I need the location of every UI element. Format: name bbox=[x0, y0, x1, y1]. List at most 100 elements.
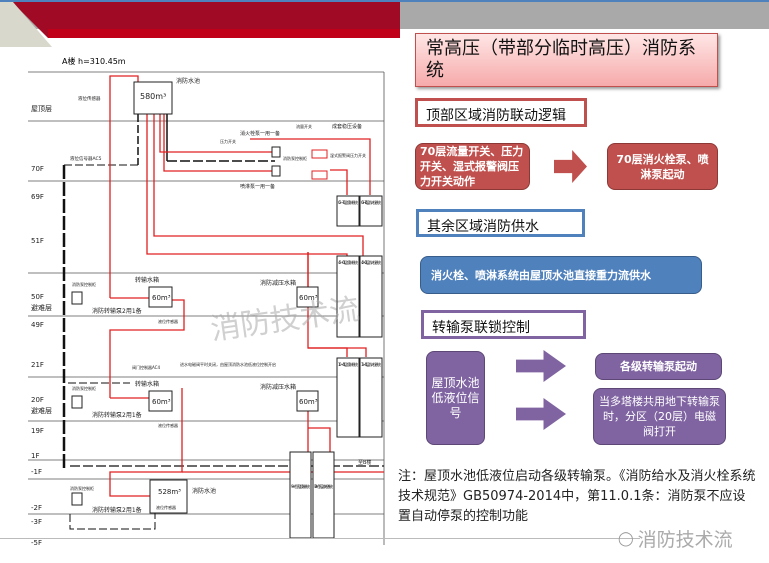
floor-label: 19F bbox=[31, 427, 44, 435]
zone-label: 10~41层喷淋系统 bbox=[338, 361, 358, 367]
alarm-valve-box bbox=[311, 170, 328, 180]
control-cabinet-20f bbox=[71, 395, 83, 409]
zone-label: 62~70层喷淋系统 bbox=[338, 199, 358, 205]
transfer-tank-50f bbox=[148, 286, 173, 308]
roof-pool-box bbox=[133, 81, 173, 115]
level-ctrl-label: 液位信号器AC5 bbox=[70, 155, 102, 162]
floor-label: 50F bbox=[31, 293, 44, 301]
zone-label: 11~41层消火栓系统 bbox=[361, 361, 381, 367]
reduce-tank-label: 消防减压水箱 bbox=[260, 279, 296, 287]
flow-switch-label: 流量开关 bbox=[296, 123, 312, 129]
zone-box bbox=[359, 195, 383, 227]
reduce-tank-volume: 60m³ bbox=[299, 294, 318, 302]
cabinet-label: 消防泵控制柜 bbox=[70, 485, 94, 491]
control-cabinet-50f bbox=[71, 291, 83, 305]
control-cabinet-b2 bbox=[71, 492, 83, 506]
logo: ◯ 消防技术流 bbox=[618, 525, 733, 552]
control-cabinet-label: 消防泵控制柜 bbox=[283, 155, 307, 161]
low-level-signal-box: 屋顶水池低液位信号 bbox=[426, 351, 485, 445]
section-heading-other-zones: 其余区域消防供水 bbox=[416, 209, 585, 237]
zone-label: 63~70层消火栓系统 bbox=[361, 199, 381, 205]
zone-box bbox=[312, 451, 335, 539]
top-trigger-box: 70层流量开关、压力开关、湿式报警阀压力开关动作 bbox=[415, 143, 530, 190]
floor-label: 避难层 bbox=[31, 303, 52, 312]
reduce-tank-50f bbox=[296, 286, 319, 308]
transfer-pump-label: 消防转输泵2用1备 bbox=[92, 307, 142, 315]
transfer-pump-label: 消防转输泵2用1备 bbox=[92, 506, 142, 514]
hydrant-pump-label: 消火栓泵一用一备 bbox=[240, 130, 280, 137]
zone-box bbox=[359, 255, 383, 338]
transfer-tank-label: 转输水箱 bbox=[135, 380, 159, 388]
roof-pump-valve bbox=[271, 146, 281, 158]
stabilizer-label: 成套稳压设备 bbox=[332, 123, 362, 130]
flow-switch-box bbox=[311, 149, 328, 159]
floor-label: 避难层 bbox=[31, 406, 52, 415]
section-heading-transfer-pump: 转输泵联锁控制 bbox=[421, 310, 586, 339]
transfer-tank-volume: 60m³ bbox=[152, 398, 171, 406]
wechat-icon: ◯ bbox=[618, 530, 634, 547]
reduce-tank-20f bbox=[296, 390, 319, 412]
footer-divider bbox=[0, 538, 640, 539]
roof-pool-label: 消防水池 bbox=[176, 77, 200, 85]
section-heading-top-linkage: 顶部区域消防联动逻辑 bbox=[415, 98, 587, 127]
floor-label: -1F bbox=[31, 468, 42, 476]
solenoid-valve-box: 当多塔楼共用地下转输泵时，分区（20层）电磁阀打开 bbox=[593, 388, 726, 445]
pressure-switch-label: 压力开关 bbox=[220, 138, 236, 144]
floor-label: 21F bbox=[31, 361, 44, 369]
zone-label: 10~地下层消火栓系统 bbox=[314, 483, 333, 489]
transfer-pumps-start-box: 各级转输泵起动 bbox=[595, 353, 722, 380]
level-sensor-label: 液位传感器 bbox=[78, 95, 101, 102]
note-text: 注：屋顶水池低液位启动各级转输泵。《消防给水及消火栓系统技术规范》GB50974… bbox=[398, 469, 756, 524]
building-label: A楼 h=310.45m bbox=[62, 56, 126, 66]
floor-label: -2F bbox=[31, 504, 42, 512]
reduce-tank-volume: 60m³ bbox=[299, 398, 318, 406]
transfer-pump-label: 消防转输泵2用1备 bbox=[92, 411, 142, 419]
floor-labels: 屋顶层 70F 69F 51F 50F 避难层 49F 21F 20F 避难层 … bbox=[31, 105, 52, 547]
valve-label: 阀门控制器AC4 bbox=[132, 364, 160, 370]
valve-note: 进水电磁阀平时关闭，由屋顶消防水池低液位控制开启 bbox=[180, 361, 276, 367]
water-pipes bbox=[109, 75, 384, 497]
zone-box bbox=[336, 255, 360, 338]
page-title: 常高压（带部分临时高压）消防系统 bbox=[415, 33, 718, 87]
reduce-tank-label: 消防减压水箱 bbox=[260, 383, 296, 391]
sensor-label: 液位传感器 bbox=[156, 504, 176, 510]
top-effect-box: 70层消火栓泵、喷淋泵起动 bbox=[607, 143, 718, 190]
floor-label: -5F bbox=[31, 539, 42, 547]
alarm-valve-label: 湿式报警阀压力开关 bbox=[330, 152, 366, 158]
floor-label: -3F bbox=[31, 518, 42, 526]
basement-pool-label: 消防水池 bbox=[192, 487, 216, 495]
zone-box bbox=[336, 357, 360, 438]
header-red-stripe bbox=[48, 29, 400, 38]
arrow-right-icon bbox=[554, 150, 587, 183]
roof-pool-volume: 580m³ bbox=[140, 92, 166, 101]
floor-label: 20F bbox=[31, 396, 44, 404]
fire-water-system-diagram: A楼 h=310.45m 屋顶层 70F 69F 51F 50F 避难层 49F… bbox=[28, 56, 385, 547]
transfer-tank-volume: 60m³ bbox=[152, 294, 171, 302]
floor-label: 49F bbox=[31, 321, 44, 329]
watermark: 消防技术流 bbox=[208, 292, 361, 348]
floor-label: 51F bbox=[31, 237, 44, 245]
basement-pool-box bbox=[149, 479, 188, 514]
floor-label: 1F bbox=[31, 452, 39, 460]
roof-pump-valve bbox=[271, 165, 281, 177]
zone-label: 9~地下层喷淋系统 bbox=[291, 483, 310, 489]
zone-box bbox=[336, 195, 360, 227]
transfer-tank-20f bbox=[148, 390, 173, 412]
cabinet-label: 消防泵控制柜 bbox=[72, 385, 96, 391]
transfer-tank-label: 转输水箱 bbox=[135, 276, 159, 284]
gravity-supply-box: 消火栓、喷淋系统由屋顶水池直接重力流供水 bbox=[420, 256, 702, 294]
floor-label: 69F bbox=[31, 193, 44, 201]
zone-box bbox=[289, 451, 312, 539]
floor-label: 屋顶层 bbox=[31, 105, 52, 113]
zone-box bbox=[359, 357, 383, 438]
sensor-label: 液位传感器 bbox=[158, 422, 178, 428]
sprinkler-pump-label: 喷淋泵一用一备 bbox=[240, 183, 275, 190]
to-building-b: 至B楼 bbox=[358, 459, 371, 466]
arrow-right-icon bbox=[516, 398, 566, 430]
floor-label: 70F bbox=[31, 165, 44, 173]
basement-pool-volume: 528m³ bbox=[158, 488, 181, 496]
cabinet-label: 消防泵控制柜 bbox=[72, 281, 96, 287]
arrow-right-icon bbox=[516, 350, 566, 382]
zone-label: 42~62层消火栓系统 bbox=[361, 259, 381, 265]
top-accent-line bbox=[0, 0, 769, 2]
